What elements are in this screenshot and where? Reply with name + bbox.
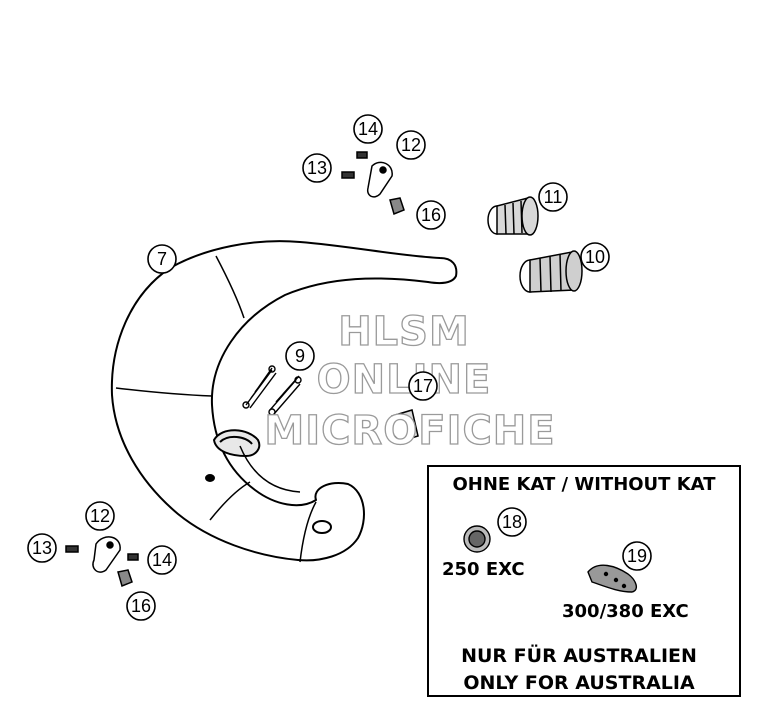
svg-text:14: 14 (358, 119, 378, 139)
callout-7: 7 (147, 244, 177, 274)
footer-en: ONLY FOR AUSTRALIA (463, 672, 695, 694)
clamp-set-bottom (65, 536, 139, 588)
svg-text:12: 12 (90, 506, 110, 526)
callout-13-bottom: 13 (27, 533, 57, 563)
svg-text:13: 13 (307, 158, 327, 178)
callout-18: 18 (497, 507, 527, 537)
svg-text:13: 13 (32, 538, 52, 558)
svg-text:16: 16 (131, 596, 151, 616)
watermark-line-1: HLSM (338, 309, 470, 355)
footer-de: NUR FÜR AUSTRALIEN (461, 643, 697, 667)
coupling-sleeve-10 (519, 250, 583, 293)
svg-text:9: 9 (295, 346, 305, 366)
callout-9: 9 (285, 341, 315, 371)
callout-10: 10 (580, 242, 610, 272)
note-heading: OHNE KAT / WITHOUT KAT (453, 474, 717, 495)
svg-text:12: 12 (401, 135, 421, 155)
coupling-sleeve-11 (487, 196, 539, 236)
exhaust-pipe (110, 240, 458, 563)
clamp-set-top (341, 151, 405, 216)
watermark: HLSM ONLINE MICROFICHE (264, 308, 556, 454)
svg-text:10: 10 (585, 247, 605, 267)
watermark-line-3: MICROFICHE (264, 408, 555, 454)
callout-17: 17 (408, 371, 438, 401)
catalyst-insert-250 (463, 525, 491, 553)
svg-text:19: 19 (627, 546, 647, 566)
label-300-380-exc: 300/380 EXC (562, 601, 689, 622)
label-250-exc: 250 EXC (442, 559, 525, 580)
callout-12-top: 12 (396, 130, 426, 160)
callouts: 7 9 10 11 12 12 13 13 14 14 16 16 17 (27, 114, 610, 621)
svg-text:11: 11 (544, 187, 563, 207)
svg-text:18: 18 (502, 512, 522, 532)
callout-16-top: 16 (416, 200, 446, 230)
svg-text:17: 17 (413, 376, 433, 396)
callout-13-top: 13 (302, 153, 332, 183)
callout-19: 19 (622, 541, 652, 571)
springs (242, 365, 302, 416)
callout-11: 11 (538, 182, 568, 212)
watermark-line-2: ONLINE (317, 357, 492, 403)
adapter-17 (391, 409, 419, 443)
callout-14-bottom: 14 (147, 545, 177, 575)
callout-14-top: 14 (353, 114, 383, 144)
callout-12-bottom: 12 (85, 501, 115, 531)
callout-16-bottom: 16 (126, 591, 156, 621)
svg-text:14: 14 (152, 550, 172, 570)
svg-text:7: 7 (157, 249, 167, 269)
catalyst-insert-300-380 (587, 564, 638, 593)
note-box: OHNE KAT / WITHOUT KAT 18 250 EXC 19 300… (427, 465, 741, 697)
svg-text:16: 16 (421, 205, 441, 225)
